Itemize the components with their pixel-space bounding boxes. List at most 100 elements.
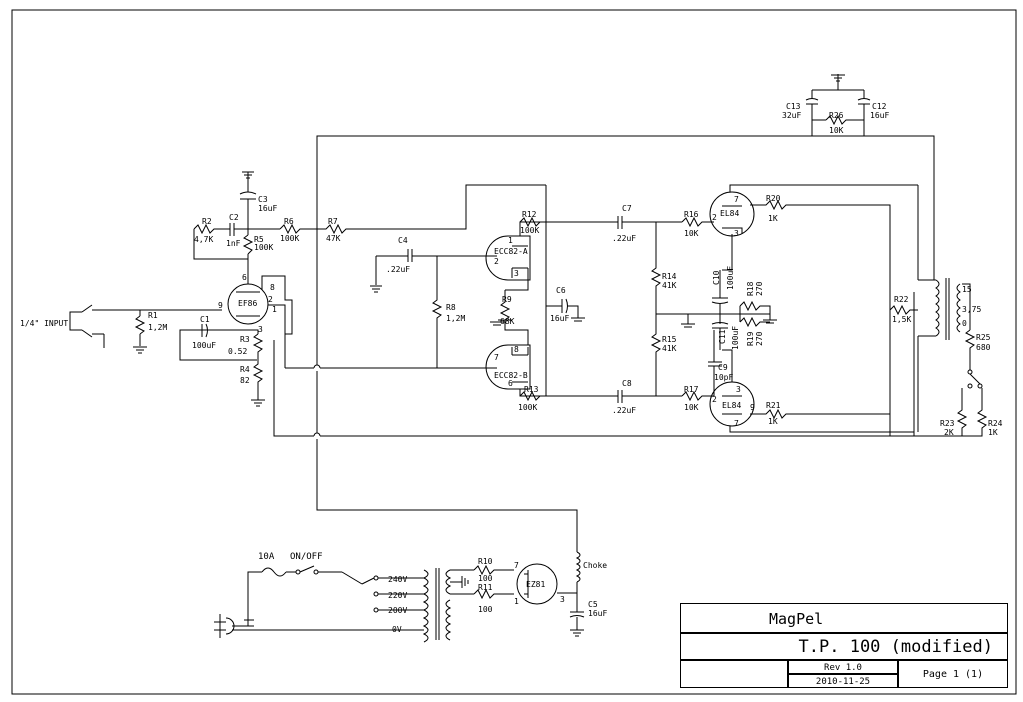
c1-ref: C1 bbox=[200, 315, 210, 324]
ez81-pin: 3 bbox=[560, 595, 565, 604]
ecc-b-pin: 7 bbox=[494, 353, 499, 362]
power-transformer bbox=[422, 568, 452, 643]
ef86-pin: 8 bbox=[270, 283, 275, 292]
c5-ref: C5 bbox=[588, 600, 598, 609]
sheet-border bbox=[11, 9, 1017, 695]
r24-ref: R24 bbox=[988, 419, 1003, 428]
c5-value: 16uF bbox=[588, 609, 607, 618]
c1-value: 100uF bbox=[192, 341, 216, 350]
title-block-page: Page 1 (1) bbox=[898, 660, 1008, 688]
ecc82b-tube bbox=[485, 344, 531, 390]
r13-ref: R13 bbox=[524, 385, 539, 394]
ecc82a-tube bbox=[485, 235, 531, 281]
mains-plug bbox=[214, 614, 235, 638]
r3-ref: R3 bbox=[240, 335, 250, 344]
choke bbox=[575, 551, 581, 583]
c13-value: 32uF bbox=[782, 111, 801, 120]
r14-ref: R14 bbox=[662, 272, 677, 281]
el84-top-pin: 2 bbox=[712, 213, 717, 222]
choke-label: Choke bbox=[583, 561, 607, 570]
ef86-pin: 6 bbox=[242, 273, 247, 282]
r4-value: 82 bbox=[240, 376, 250, 385]
c11-value: 100uF bbox=[731, 326, 740, 350]
title-block-title: T.P. 100 (modified) bbox=[680, 633, 1008, 660]
r19-value: 270 bbox=[755, 331, 764, 346]
ef86-pin: 1 bbox=[272, 305, 277, 314]
title-block-company: MagPel bbox=[680, 603, 1008, 633]
el84-bot-pin: 3 bbox=[736, 385, 741, 394]
r16-ref: R16 bbox=[684, 210, 699, 219]
ef86-pin: 2 bbox=[268, 295, 273, 304]
ez81-pin: 1 bbox=[514, 597, 519, 606]
el84-top-pin: 3 bbox=[734, 229, 739, 238]
c6-value: 16uF bbox=[550, 314, 569, 323]
fuse bbox=[261, 567, 287, 577]
r5-value: 100K bbox=[254, 243, 273, 252]
ef86-pin: 3 bbox=[258, 325, 263, 334]
r25-value: 680 bbox=[976, 343, 991, 352]
ecc-a-pin: 1 bbox=[508, 236, 513, 245]
r2-value: 4,7K bbox=[194, 235, 213, 244]
r2-ref: R2 bbox=[202, 217, 212, 226]
c10-ref: C10 bbox=[712, 270, 721, 285]
r1-value: 1,2M bbox=[148, 323, 167, 332]
r26-ref: R26 bbox=[829, 111, 844, 120]
ecc82b-label: ECC82-B bbox=[494, 371, 528, 380]
r24-value: 1K bbox=[988, 428, 998, 437]
c7-value: .22uF bbox=[612, 234, 636, 243]
c12-value: 16uF bbox=[870, 111, 889, 120]
el84-bot-pin: 7 bbox=[734, 419, 739, 428]
c2-ref: C2 bbox=[229, 213, 239, 222]
r12-ref: R12 bbox=[522, 210, 537, 219]
c10-value: 100uF bbox=[726, 266, 735, 290]
r11-value: 100 bbox=[478, 605, 493, 614]
c8-ref: C8 bbox=[622, 379, 632, 388]
r23-value: 2K bbox=[944, 428, 954, 437]
r25-ref: R25 bbox=[976, 333, 991, 342]
ecc-a-pin: 3 bbox=[514, 269, 519, 278]
ef86-pin: 9 bbox=[218, 301, 223, 310]
c6-ref: C6 bbox=[556, 286, 566, 295]
r19-ref: R19 bbox=[746, 331, 755, 346]
c3-value: 16uF bbox=[258, 204, 277, 213]
r20-ref: R20 bbox=[766, 194, 781, 203]
r9-value: 68K bbox=[500, 317, 515, 326]
c13-ref: C13 bbox=[786, 102, 801, 111]
r4-ref: R4 bbox=[240, 365, 250, 374]
c9-value: 10pF bbox=[714, 373, 733, 382]
r17-value: 10K bbox=[684, 403, 699, 412]
ot-tap-0: 0 bbox=[962, 319, 967, 328]
c9-ref: C9 bbox=[718, 363, 728, 372]
ecc-a-pin: 2 bbox=[494, 257, 499, 266]
c4-ref: C4 bbox=[398, 236, 408, 245]
title-block-revision: Rev 1.0 bbox=[788, 660, 898, 674]
r10-ref: R10 bbox=[478, 557, 493, 566]
r8-value: 1,2M bbox=[446, 314, 465, 323]
ot-tap-375: 3,75 bbox=[962, 305, 981, 314]
el84-bot-pin: 2 bbox=[712, 395, 717, 404]
ecc-b-pin: 6 bbox=[508, 379, 513, 388]
ez81-tube bbox=[516, 563, 558, 605]
tap-200v: 200V bbox=[388, 606, 407, 615]
r21-ref: R21 bbox=[766, 401, 781, 410]
ez81-label: EZ81 bbox=[526, 580, 545, 589]
r5-ref: R5 bbox=[254, 235, 264, 244]
r7-value: 47K bbox=[326, 234, 341, 243]
r13-value: 100K bbox=[518, 403, 537, 412]
output-transformer bbox=[917, 185, 961, 432]
r23-ref: R23 bbox=[940, 419, 955, 428]
r7-ref: R7 bbox=[328, 217, 338, 226]
r22-ref: R22 bbox=[894, 295, 909, 304]
c11-ref: C11 bbox=[718, 329, 727, 344]
r15-value: 41K bbox=[662, 344, 677, 353]
r18-ref: R18 bbox=[746, 281, 755, 296]
ecc-b-pin: 8 bbox=[514, 345, 519, 354]
input-label: 1/4" INPUT bbox=[20, 319, 68, 328]
r9-ref: R9 bbox=[502, 295, 512, 304]
r11-ref: R11 bbox=[478, 583, 493, 592]
el84-top-label: EL84 bbox=[720, 209, 739, 218]
r22-value: 1,5K bbox=[892, 315, 911, 324]
c12-ref: C12 bbox=[872, 102, 887, 111]
title-block-empty-cell bbox=[680, 660, 788, 688]
